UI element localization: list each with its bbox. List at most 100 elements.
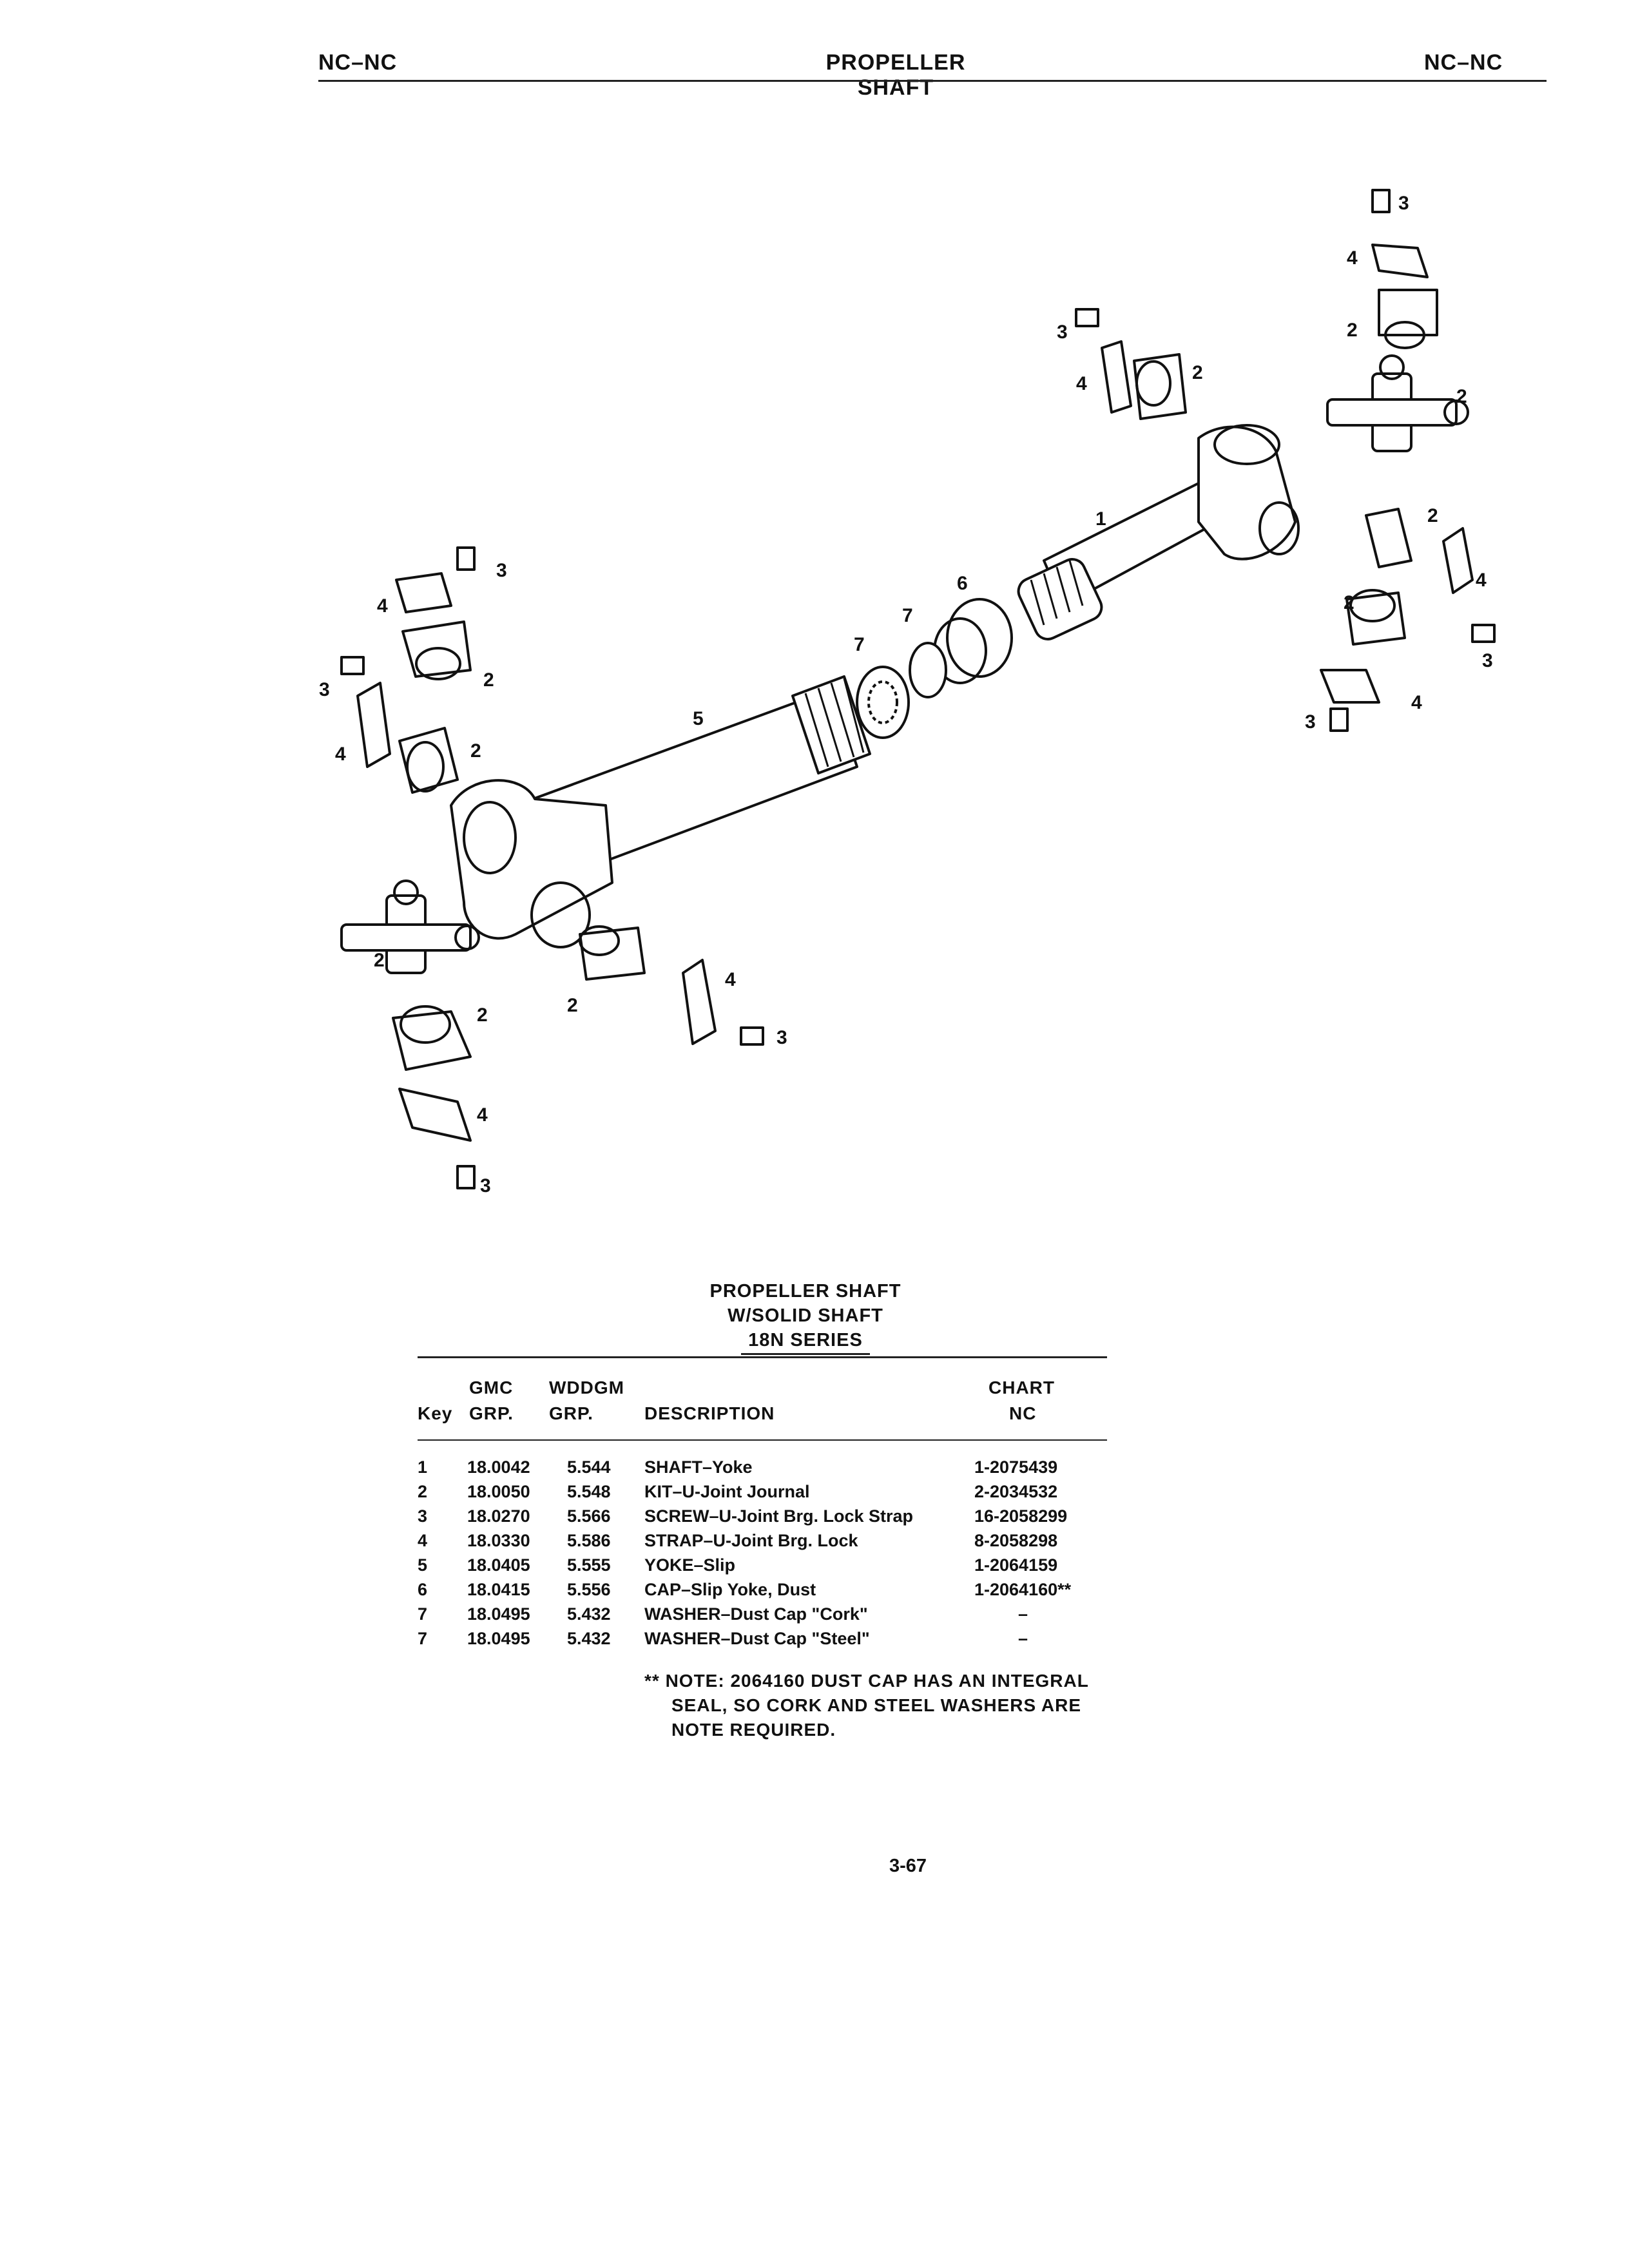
cell-gmc: 18.0330 [467,1531,530,1550]
screw-left [340,546,764,1189]
callout-7: 7 [902,605,913,626]
cell-chart: 2-2034532 [974,1482,1058,1501]
footnote: ** NOTE: 2064160 DUST CAP HAS AN INTEGRA… [644,1669,1089,1742]
header-title: PROPELLER SHAFT [825,50,966,100]
cell-description: WASHER–Dust Cap "Cork" [644,1604,868,1624]
cell-chart: 1-2064160** [974,1580,1072,1599]
col-header-chart-nc: NC [1009,1403,1037,1423]
screw-right [1075,189,1496,732]
callout-2: 2 [1456,386,1467,407]
callout-3: 3 [319,679,330,700]
col-header-wddgm-grp: GRP. [549,1403,593,1423]
cell-wddgm: 5.566 [567,1506,611,1526]
cell-key: 3 [418,1506,428,1526]
callout-2: 2 [483,669,494,691]
header-left: NC–NC [318,50,398,75]
callout-4: 4 [725,969,736,990]
shaft-yoke-part [1017,424,1300,640]
callout-2: 2 [470,740,481,762]
col-header-gmc: GMC [469,1378,514,1398]
callout-2: 2 [477,1004,488,1026]
table-header-rule [418,1439,1107,1441]
cell-wddgm: 5.556 [567,1580,611,1599]
note-line: ** NOTE: 2064160 DUST CAP HAS AN INTEGRA… [644,1671,1089,1691]
callout-7: 7 [854,634,865,655]
cell-wddgm: 5.586 [567,1531,611,1550]
callout-4: 4 [1076,373,1087,394]
cell-wddgm: 5.555 [567,1555,611,1575]
cell-wddgm: 5.544 [567,1457,611,1477]
header-rule [318,80,1547,82]
cell-gmc: 18.0042 [467,1457,530,1477]
note-line: SEAL, SO CORK AND STEEL WASHERS ARE [671,1695,1082,1715]
cell-gmc: 18.0495 [467,1629,530,1648]
cell-chart: 1-2075439 [974,1457,1058,1477]
cell-wddgm: 5.432 [567,1629,611,1648]
cell-chart: – [1018,1629,1028,1648]
cell-gmc: 18.0415 [467,1580,530,1599]
callout-4: 4 [1476,570,1487,591]
cell-chart: 8-2058298 [974,1531,1058,1550]
cell-key: 7 [418,1629,428,1648]
callout-4: 4 [1411,692,1422,713]
header-right: NC–NC [1424,50,1503,75]
lock-strap-right [1101,244,1474,704]
cell-gmc: 18.0270 [467,1506,530,1526]
cell-description: SCREW–U-Joint Brg. Lock Strap [644,1506,914,1526]
col-header-description: DESCRIPTION [644,1403,775,1423]
note-line: NOTE REQUIRED. [671,1720,836,1740]
cell-key: 4 [418,1531,428,1550]
bearing-cap-left [392,620,646,1071]
table-title-line-2: W/SOLID SHAFT [728,1305,883,1326]
callout-4: 4 [477,1104,488,1126]
cell-wddgm: 5.432 [567,1604,611,1624]
u-joint-journal-right [1326,354,1469,452]
table-title-line-3: 18N SERIES [748,1330,863,1350]
cell-description: CAP–Slip Yoke, Dust [644,1580,816,1599]
cell-gmc: 18.0495 [467,1604,530,1624]
cell-chart: – [1018,1604,1028,1624]
callout-3: 3 [1057,322,1068,343]
cell-key: 7 [418,1604,428,1624]
cell-gmc: 18.0405 [467,1555,530,1575]
cell-wddgm: 5.548 [567,1482,611,1501]
callout-3: 3 [1482,650,1493,671]
slip-yoke-part [450,675,871,948]
cell-description: STRAP–U-Joint Brg. Lock [644,1531,858,1550]
cell-gmc: 18.0050 [467,1482,530,1501]
series-underline [741,1353,870,1355]
callout-2: 2 [567,995,578,1016]
cell-key: 6 [418,1580,428,1599]
callout-2: 2 [1344,592,1354,613]
callout-2: 2 [1427,505,1438,526]
callout-4: 4 [335,744,346,765]
callout-4: 4 [377,595,388,617]
cell-description: YOKE–Slip [644,1555,736,1575]
col-header-wddgm: WDDGM [549,1378,624,1398]
cell-description: KIT–U-Joint Journal [644,1482,810,1501]
cell-key: 1 [418,1457,428,1477]
lock-strap-left [356,572,717,1142]
cell-key: 5 [418,1555,428,1575]
callout-2: 2 [374,950,385,971]
bearing-cap-right [1133,289,1438,646]
callout-1: 1 [1095,508,1106,530]
page-number: 3-67 [889,1856,927,1876]
col-header-key: Key [418,1403,453,1423]
cell-key: 2 [418,1482,428,1501]
col-header-gmc-grp: GRP. [469,1403,514,1423]
callout-3: 3 [776,1027,787,1048]
table-title-line-1: PROPELLER SHAFT [709,1281,901,1302]
col-header-chart: CHART [988,1378,1055,1398]
u-joint-journal-left [340,879,480,974]
callout-4: 4 [1347,247,1358,269]
callout-3: 3 [1398,193,1409,214]
callout-3: 3 [496,560,507,581]
cell-description: WASHER–Dust Cap "Steel" [644,1629,870,1648]
washer-cork-part [856,666,910,739]
cell-chart: 16-2058299 [974,1506,1068,1526]
callout-2: 2 [1192,362,1203,383]
callout-3: 3 [1305,711,1316,733]
exploded-parts-diagram: 3 4 2 3 4 2 2 1 2 4 2 3 4 3 6 7 7 5 3 4 … [319,189,1496,1196]
callout-5: 5 [693,708,704,729]
